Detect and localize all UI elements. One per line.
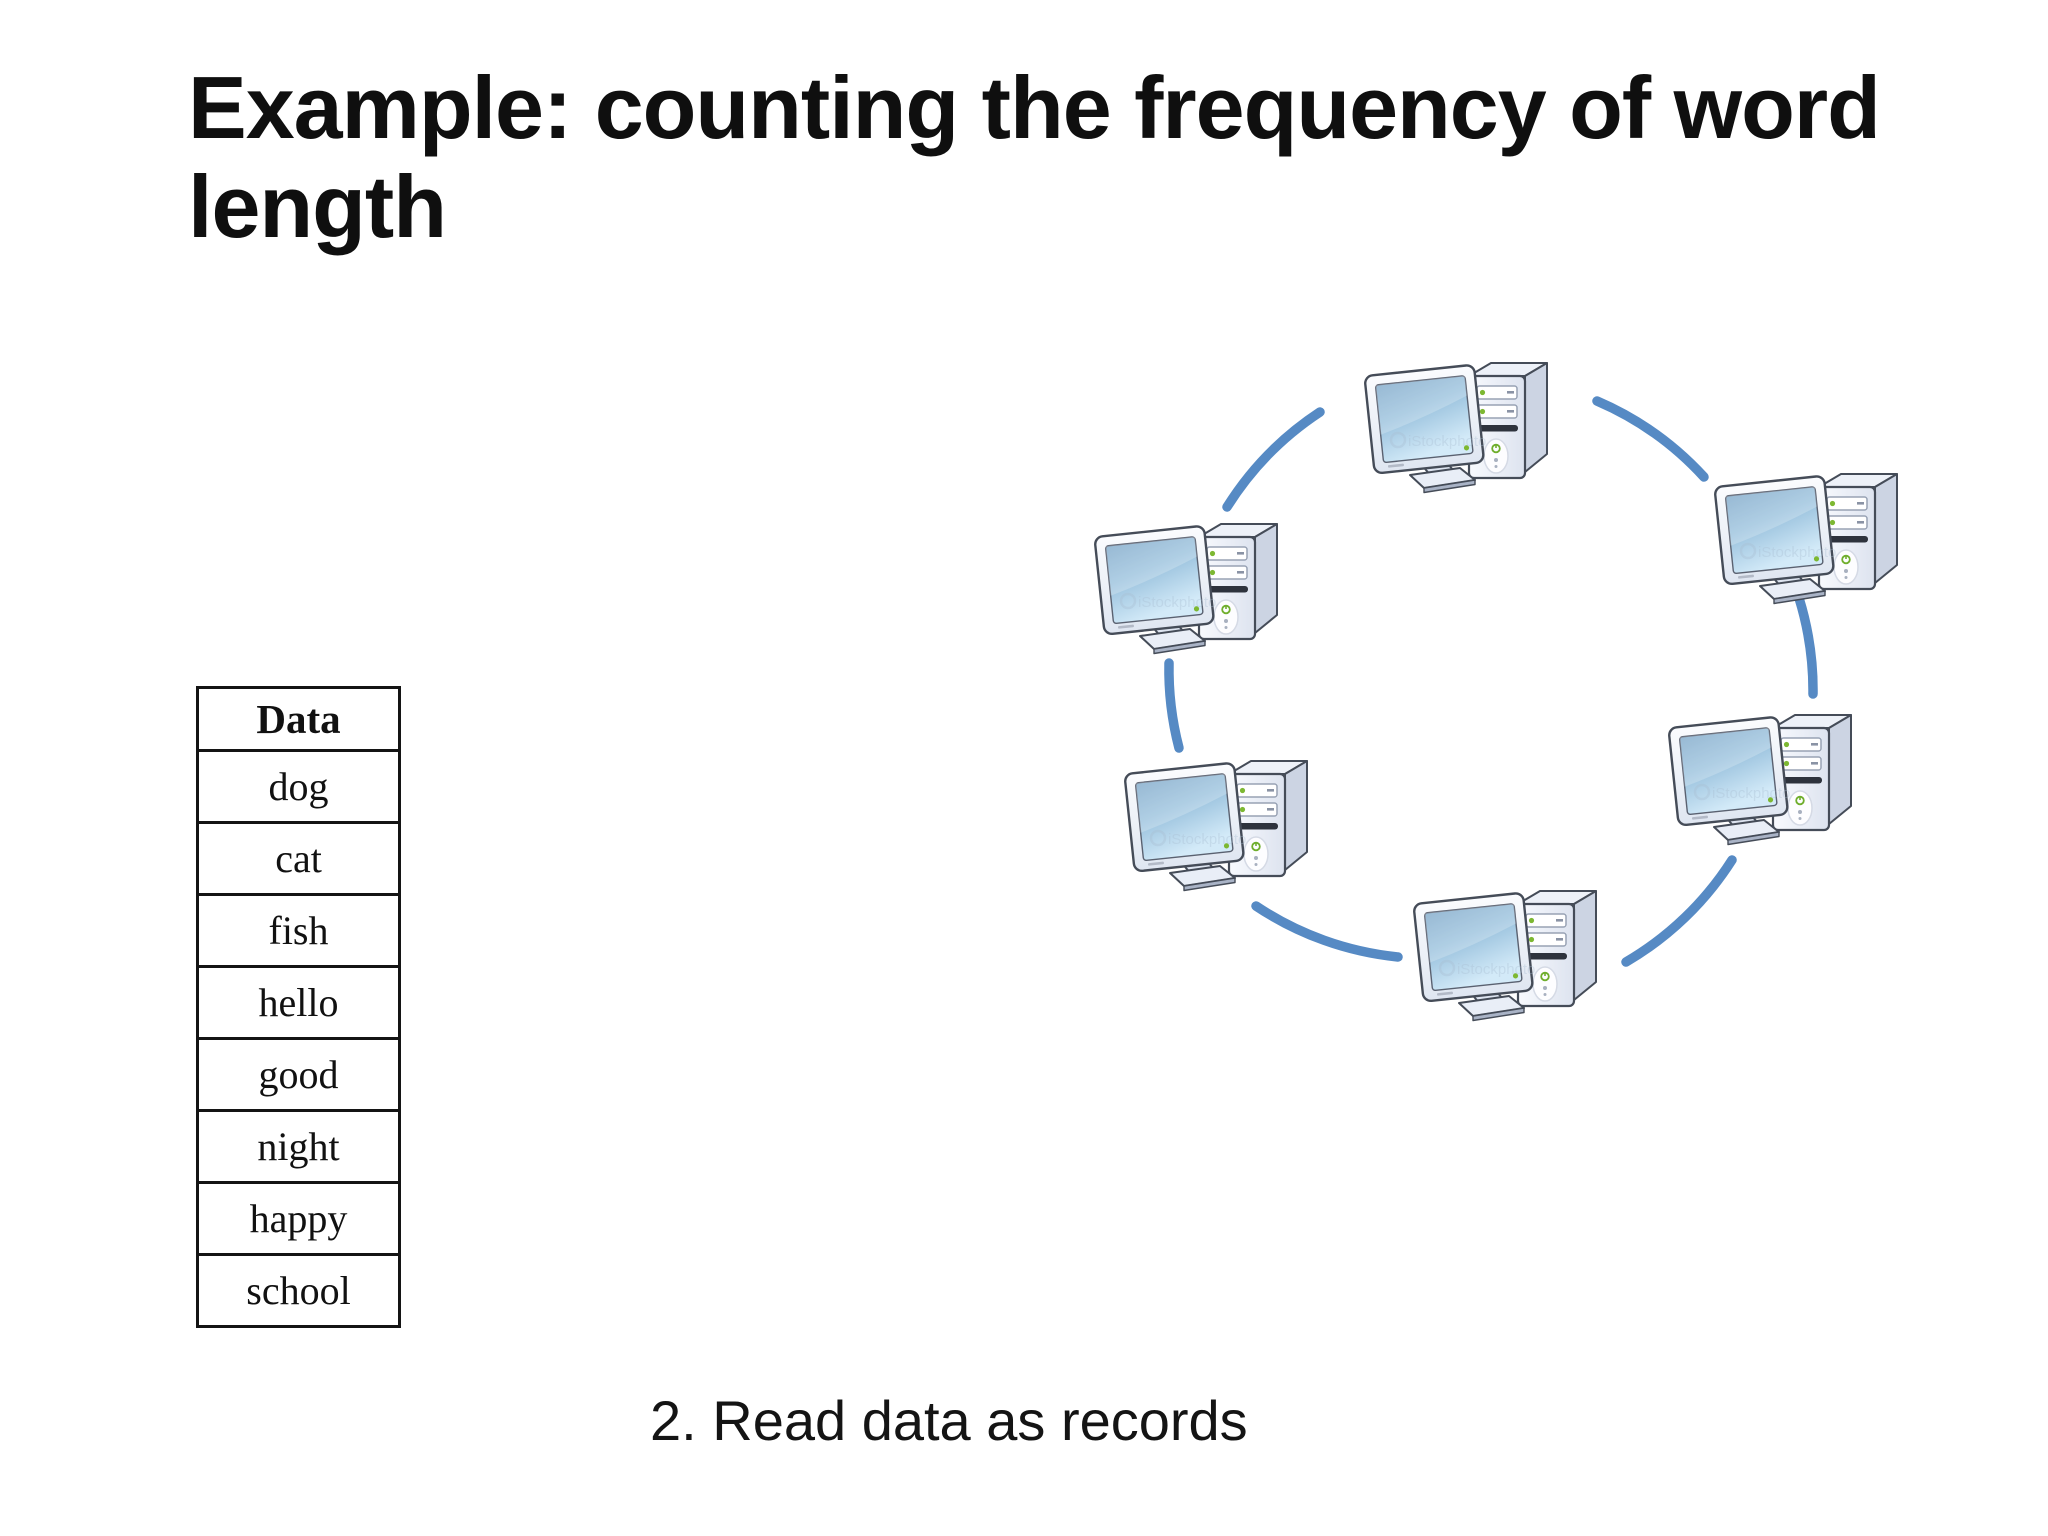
ring-arc [1592,396,1709,482]
table-row: good [199,1040,398,1112]
table-row: fish [199,896,398,968]
table-row: dog [199,752,398,824]
slide-title: Example: counting the frequency of word … [188,58,1881,257]
table-row: school [246,1268,351,1313]
table-row: night [199,1112,398,1184]
computer-node-upper-right [1713,472,1899,605]
table-row: happy [199,1184,398,1256]
computer-node-upper-left [1093,522,1279,655]
ring-arc [1164,658,1184,753]
ring-arc [1621,855,1737,967]
ring-arc [1251,901,1403,962]
ring-arc [1222,407,1325,512]
computer-node-lower-left [1123,759,1309,892]
table-row: cat [199,824,398,896]
table-header-cell: Data [199,689,398,752]
table-row: hello [199,968,398,1040]
computer-node-lower-right [1667,713,1853,846]
computer-node-top [1363,361,1549,494]
computer-node-bottom [1412,889,1598,1022]
ring-arcs [1164,396,1818,967]
ring-arc [1794,593,1818,699]
data-table: Data dog cat fish hello good night happy… [196,686,401,1328]
slide-caption: 2. Read data as records [650,1389,1248,1452]
